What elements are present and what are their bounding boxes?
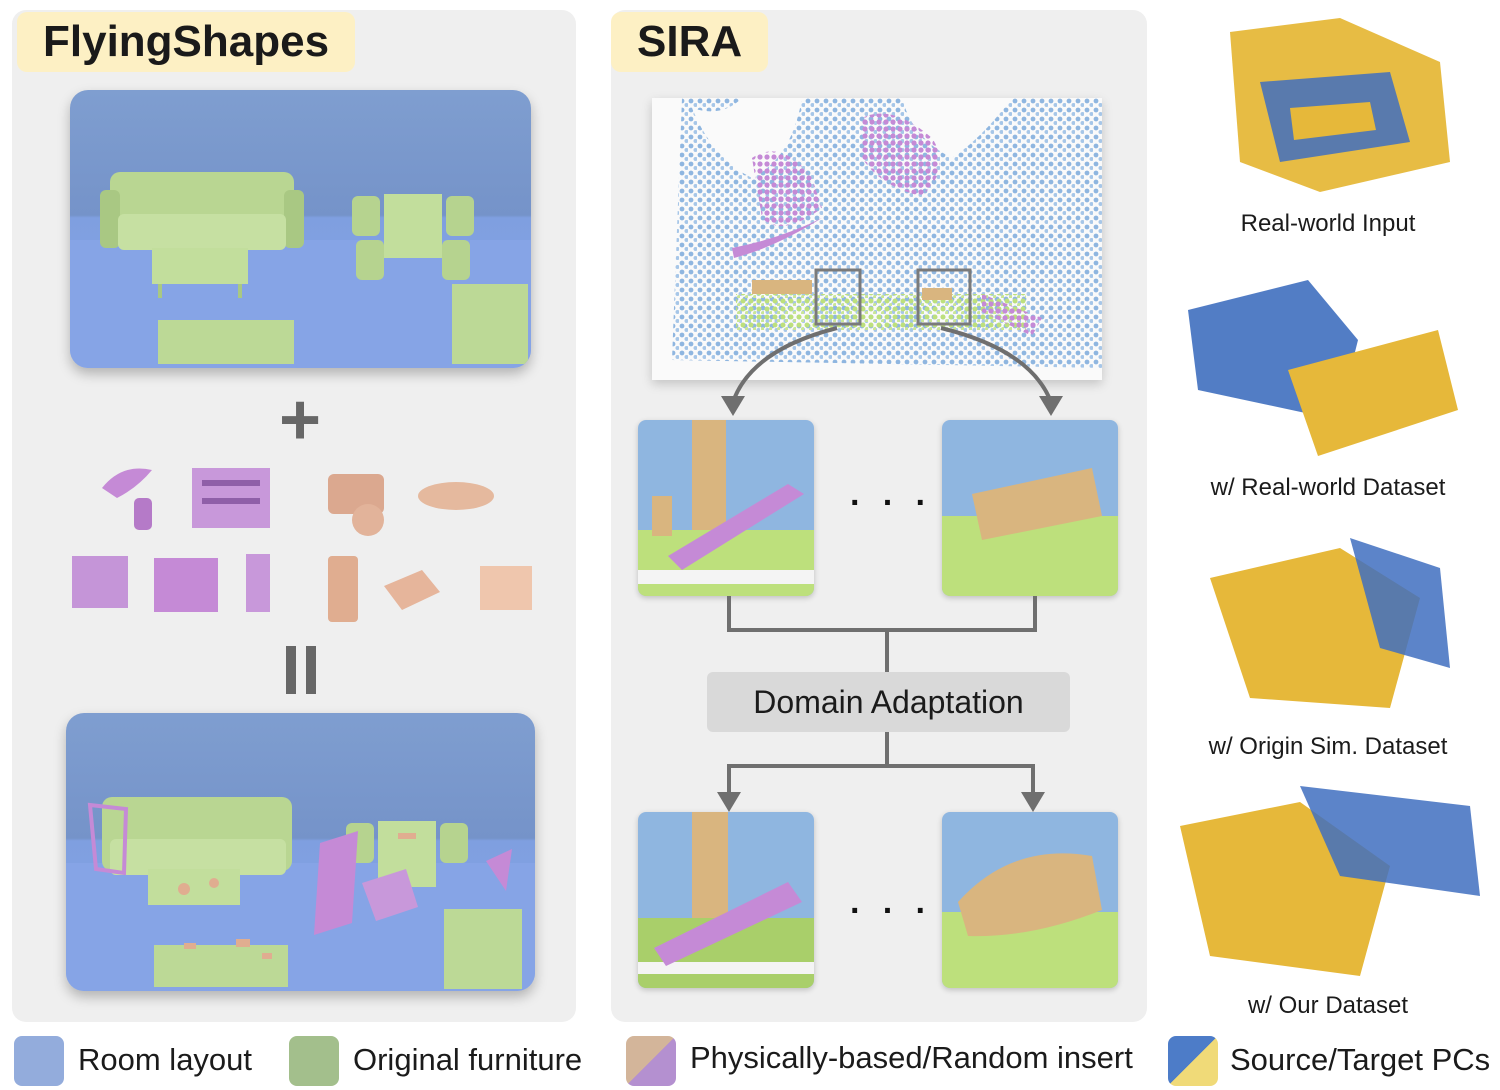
our-dataset-pc [1180,786,1480,976]
domain-adaptation-box: Domain Adaptation [707,672,1070,732]
legend-label-insert: Physically-based/Random insert [690,1040,1133,1075]
zoom-arrows-top [721,326,1063,416]
caption-real-world-input: Real-world Input [1240,210,1416,237]
zoom-view-right-bottom [942,812,1118,988]
legend-label-original-furniture: Original furniture [353,1042,583,1077]
legend-label-source-target: Source/Target PCs [1230,1042,1491,1077]
room-layout-augmented [66,713,535,991]
origin-sim-dataset-pc [1210,538,1450,708]
legend-swatch-original-furniture [289,1036,339,1086]
zoom-view-left-top [638,420,814,596]
scene-point-cloud [652,98,1102,380]
room-layout-original [70,90,531,368]
flyingshapes-title: FlyingShapes [17,12,356,72]
real-world-dataset-pc [1188,280,1458,456]
legend-swatch-insert [626,1036,676,1086]
zoom-view-left-bottom [638,812,814,988]
zoom-view-right-top [942,420,1118,596]
real-world-input-pc [1230,18,1450,192]
caption-our-dataset: w/ Our Dataset [1247,992,1409,1019]
inserted-objects [72,468,532,622]
legend-swatch-room-layout [14,1036,64,1086]
caption-origin-sim-dataset: w/ Origin Sim. Dataset [1208,733,1448,760]
legend-label-room-layout: Room layout [78,1042,253,1077]
legend-swatch-source-target [1168,1036,1218,1086]
caption-real-world-dataset: w/ Real-world Dataset [1210,474,1446,501]
equals-sign [286,646,318,694]
plus-sign: + [278,380,322,460]
merge-connector [727,596,1037,672]
ellipsis-bottom: · · · [850,892,933,930]
sira-title: SIRA [611,12,769,72]
split-connector [717,732,1045,812]
ellipsis-top: · · · [850,484,933,522]
